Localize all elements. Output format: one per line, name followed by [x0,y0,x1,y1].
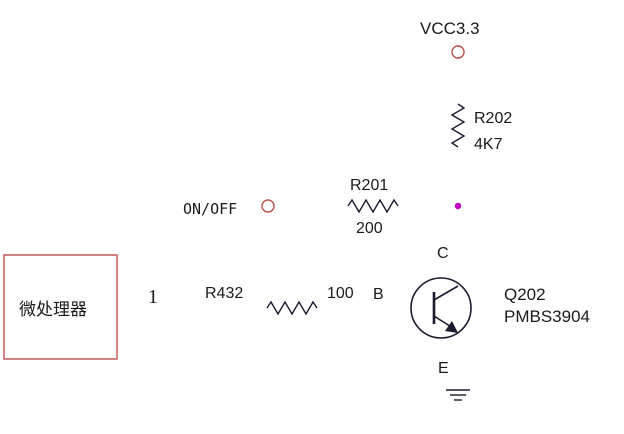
mcu-label: 微处理器 [19,300,87,319]
junction-dot [454,202,462,210]
ground-icon [446,389,470,401]
vcc-terminal-icon [451,45,465,59]
r432-resistor-icon [266,300,318,316]
mcu-pin-number: 1 [148,286,158,308]
on-off-label: ON/OFF [183,200,237,218]
emitter-label: E [438,360,449,377]
on-off-terminal-icon [261,199,275,213]
base-label: B [373,286,384,303]
r201-value: 200 [356,220,383,237]
r432-ref: R432 [205,285,243,302]
vcc-label: VCC3.3 [420,19,480,38]
r201-resistor-icon [347,198,399,214]
q202-ref: Q202 [504,285,546,304]
r202-value: 4K7 [474,136,503,153]
npn-transistor-icon [410,277,472,339]
mcu-box [3,254,118,360]
collector-label: C [437,245,449,262]
r432-value: 100 [327,285,354,302]
r201-ref: R201 [350,177,388,194]
q202-part: PMBS3904 [504,307,590,326]
r202-resistor-icon [450,103,466,148]
r202-ref: R202 [474,110,512,127]
